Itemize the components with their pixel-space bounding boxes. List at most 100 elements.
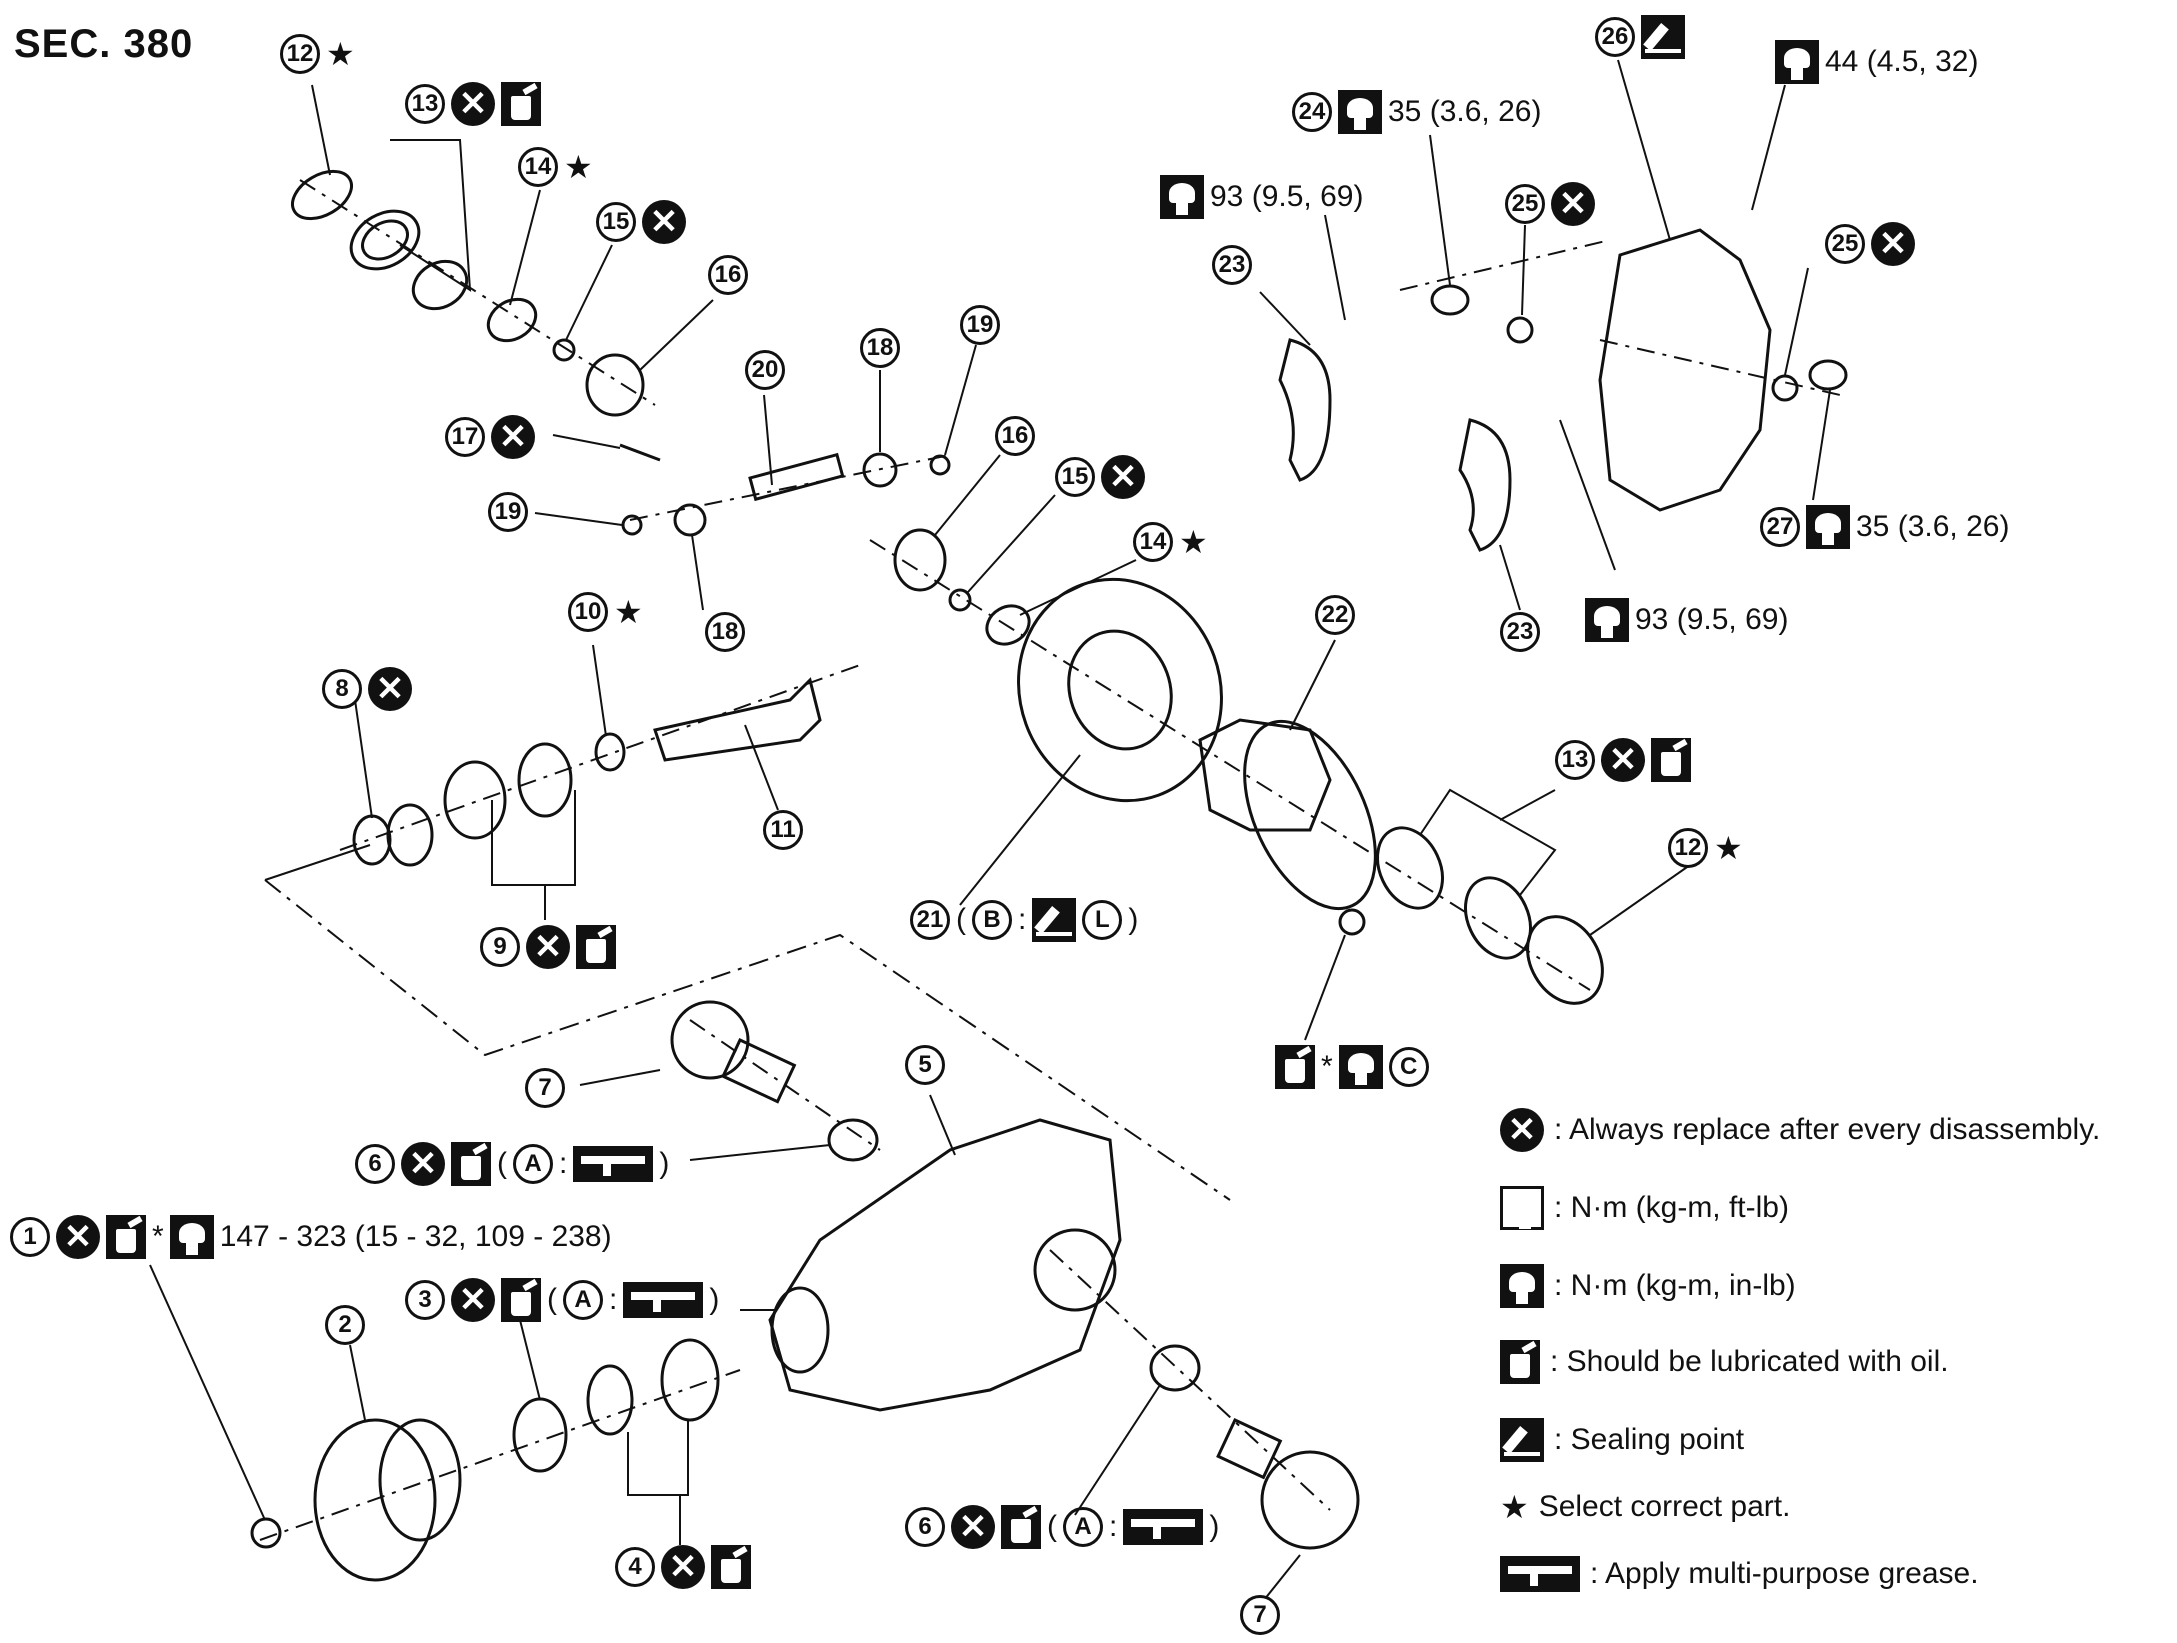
callout-16-right: 16 (995, 416, 1035, 456)
legend-text: : Sealing point (1554, 1423, 1745, 1456)
part-number: 7 (525, 1068, 565, 1108)
oil-icon (1651, 738, 1691, 782)
torque-icon (1338, 1045, 1383, 1089)
replace-icon: ✕ (951, 1505, 995, 1549)
torque-small-icon (1500, 1264, 1544, 1308)
part-number: 23 (1500, 612, 1540, 652)
callout-15-top: 15 ✕ (596, 200, 686, 244)
callout-6-bottom: 6 ✕ ( A : ) (905, 1505, 1219, 1549)
part-number: 1 (10, 1217, 50, 1257)
oil-icon (501, 82, 541, 126)
asterisk: * (152, 1220, 164, 1253)
callout-21: 21 ( B : L ) (910, 898, 1138, 942)
torque-icon (1500, 1186, 1544, 1230)
part-number: 21 (910, 900, 950, 940)
callout-17: 17 ✕ (445, 415, 535, 459)
part-number: 25 (1825, 224, 1865, 264)
torque-value: 35 (3.6, 26) (1856, 510, 2010, 543)
star-icon: ★ (614, 594, 643, 630)
replace-icon: ✕ (1601, 738, 1645, 782)
callout-19-left: 19 (488, 492, 528, 532)
torque-icon (1585, 598, 1629, 642)
ref-a: A (563, 1280, 603, 1320)
part-number: 14 (1133, 522, 1173, 562)
paren: ( (497, 1147, 507, 1180)
replace-icon: ✕ (661, 1545, 705, 1589)
part-number: 9 (480, 927, 520, 967)
star-icon: ★ (1500, 1489, 1529, 1525)
legend-text: : Should be lubricated with oil. (1550, 1345, 1949, 1378)
oil-icon (1500, 1340, 1540, 1384)
paren: ( (547, 1283, 557, 1316)
callout-14-right: 14 ★ (1133, 522, 1208, 562)
paren: ) (1128, 903, 1139, 936)
torque-icon (1160, 175, 1204, 219)
star-icon: ★ (564, 149, 593, 185)
callout-14-top: 14 ★ (518, 147, 593, 187)
torque-value: 147 - 323 (15 - 32, 109 - 238) (219, 1220, 612, 1253)
part-number: 10 (568, 592, 608, 632)
paren: ( (1047, 1510, 1057, 1543)
callout-case-bolt: * C (1275, 1045, 1429, 1089)
grease-icon (1123, 1509, 1204, 1545)
colon: : (609, 1283, 618, 1316)
star-icon: ★ (1714, 830, 1743, 866)
part-number: 6 (905, 1507, 945, 1547)
callout-26: 26 (1595, 15, 1685, 59)
paren: ) (1209, 1510, 1220, 1543)
part-number: 8 (322, 669, 362, 709)
legend-text: : N·m (kg-m, in-lb) (1554, 1269, 1796, 1302)
grease-icon (1500, 1556, 1580, 1592)
callout-25-left: 25 ✕ (1505, 182, 1595, 226)
part-number: 5 (905, 1045, 945, 1085)
oil-icon (501, 1278, 541, 1322)
part-number: 13 (1555, 740, 1595, 780)
callout-25-right: 25 ✕ (1825, 222, 1915, 266)
sealing-icon (1641, 15, 1685, 59)
replace-icon: ✕ (642, 200, 686, 244)
replace-icon: ✕ (526, 925, 570, 969)
legend-item-sealing: : Sealing point (1500, 1418, 1744, 1462)
callout-11: 11 (763, 810, 803, 850)
callout-23-top: 23 (1212, 245, 1252, 285)
ref-a: A (1063, 1507, 1103, 1547)
paren: ) (709, 1283, 720, 1316)
callout-20: 20 (745, 350, 785, 390)
callout-18-bottom: 18 (705, 612, 745, 652)
torque-value: 35 (3.6, 26) (1388, 95, 1542, 128)
replace-icon: ✕ (451, 82, 495, 126)
legend-item-torque: : N·m (kg-m, ft-lb) (1500, 1186, 1789, 1230)
grease-icon (573, 1146, 654, 1182)
callout-12-right: 12 ★ (1668, 828, 1743, 868)
part-number: 15 (1055, 457, 1095, 497)
callout-7-top: 7 (525, 1068, 565, 1108)
replace-icon: ✕ (451, 1278, 495, 1322)
oil-icon (576, 925, 616, 969)
part-number: 20 (745, 350, 785, 390)
replace-icon: ✕ (1101, 455, 1145, 499)
callout-22: 22 (1315, 595, 1355, 635)
legend-text: : Apply multi-purpose grease. (1590, 1557, 1979, 1590)
torque-icon (169, 1215, 214, 1259)
axis-lines (259, 179, 1841, 1541)
callout-19-right: 19 (960, 305, 1000, 345)
asterisk: * (1321, 1050, 1333, 1083)
replace-icon: ✕ (491, 415, 535, 459)
legend-item-torque-small: : N·m (kg-m, in-lb) (1500, 1264, 1796, 1308)
callout-13-right: 13 ✕ (1555, 738, 1691, 782)
part-number: 2 (325, 1305, 365, 1345)
callout-15-right: 15 ✕ (1055, 455, 1145, 499)
torque-icon (1338, 90, 1382, 134)
part-number: 3 (405, 1280, 445, 1320)
callout-10: 10 ★ (568, 592, 643, 632)
sealing-icon (1032, 898, 1077, 942)
replace-icon: ✕ (368, 667, 412, 711)
callout-7-bottom: 7 (1240, 1595, 1280, 1635)
callout-9: 9 ✕ (480, 925, 616, 969)
torque-value: 93 (9.5, 69) (1210, 180, 1364, 213)
legend-text: Select correct part. (1538, 1490, 1791, 1523)
part-number: 12 (1668, 828, 1708, 868)
legend-item-replace: ✕ : Always replace after every disassemb… (1500, 1108, 2100, 1152)
callout-4: 4 ✕ (615, 1545, 751, 1589)
